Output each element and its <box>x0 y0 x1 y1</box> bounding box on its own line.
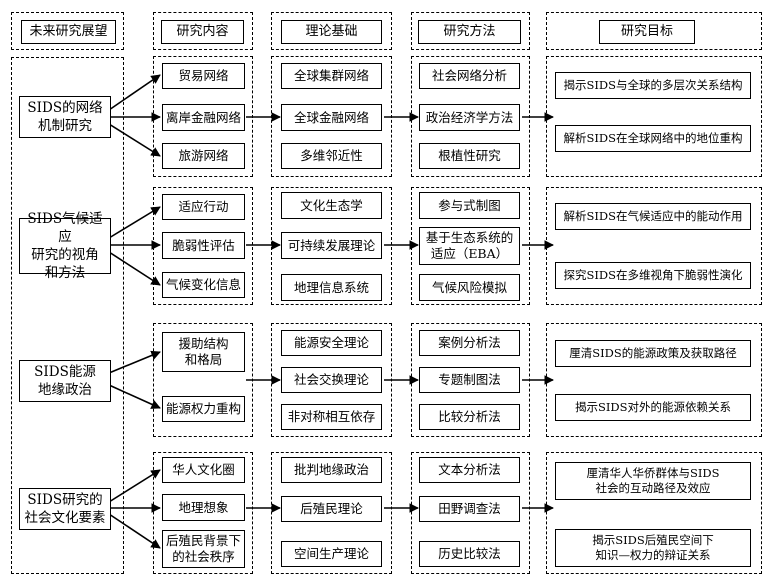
method-box: 历史比较法 <box>419 541 520 567</box>
arrow-topic-to-content <box>108 350 161 374</box>
topic-box-culture: SIDS研究的 社会文化要素 <box>19 488 111 530</box>
header-frame-goal <box>546 12 762 50</box>
header-frame-method <box>411 12 530 50</box>
header-goal: 研究目标 <box>599 20 695 44</box>
header-frame-theory <box>271 12 392 50</box>
header-frame-future <box>11 12 124 50</box>
row2-content-frame <box>153 187 253 305</box>
content-box: 气候变化信息 <box>162 272 245 298</box>
goal-box: 解析SIDS在气候适应中的能动作用 <box>555 203 751 230</box>
content-box: 适应行动 <box>162 194 245 220</box>
arrow-topic-to-content <box>108 251 161 286</box>
row4-method-frame <box>411 452 530 574</box>
goal-box: 揭示SIDS与全球的多层次关系结构 <box>555 72 751 99</box>
theory-box: 地理信息系统 <box>281 274 382 301</box>
row1-content-frame <box>153 56 253 177</box>
row4-goal-frame <box>546 452 762 574</box>
header-method: 研究方法 <box>418 20 521 44</box>
row1-method-frame <box>411 56 530 177</box>
method-box: 比较分析法 <box>419 404 520 430</box>
method-box: 文本分析法 <box>419 457 520 483</box>
goal-box: 揭示SIDS对外的能源依赖关系 <box>555 394 751 421</box>
arrow-topic-to-content <box>108 384 161 409</box>
theory-box: 后殖民理论 <box>281 496 382 522</box>
row3-content-frame <box>153 323 253 437</box>
arrow-topic-to-content <box>108 469 161 503</box>
theory-box: 社会交换理论 <box>281 367 382 393</box>
theory-box: 全球金融网络 <box>281 104 382 131</box>
method-box: 社会网络分析 <box>419 63 520 89</box>
content-box: 脆弱性评估 <box>162 232 245 259</box>
topic-box-network: SIDS的网络 机制研究 <box>19 96 111 138</box>
header-content: 研究内容 <box>161 20 244 44</box>
row4-theory-frame <box>271 452 392 574</box>
goal-box: 探究SIDS在多维视角下脆弱性演化 <box>555 262 751 289</box>
content-box: 旅游网络 <box>162 143 245 169</box>
theory-box: 文化生态学 <box>281 192 382 219</box>
method-box: 基于生态系统的 适应（EBA） <box>419 227 520 265</box>
content-box: 离岸金融网络 <box>162 104 245 131</box>
theory-box: 可持续发展理论 <box>281 232 382 259</box>
header-future: 未来研究展望 <box>21 20 116 44</box>
theory-box: 空间生产理论 <box>281 541 382 567</box>
content-box: 能源权力重构 <box>162 396 245 422</box>
method-box: 专题制图法 <box>419 367 520 393</box>
content-box: 地理想象 <box>162 494 245 521</box>
goal-box: 厘清华人华侨群体与SIDS 社会的互动路径及效应 <box>555 462 751 500</box>
row1-goal-frame <box>546 56 762 177</box>
row4-content-frame <box>153 452 253 574</box>
content-box: 援助结构 和格局 <box>162 332 245 372</box>
method-box: 根植性研究 <box>419 143 520 169</box>
content-box: 华人文化圈 <box>162 457 245 483</box>
row2-goal-frame <box>546 187 762 305</box>
row2-method-frame <box>411 187 530 305</box>
arrow-topic-to-content <box>108 74 161 111</box>
method-box: 田野调查法 <box>419 496 520 522</box>
arrow-topic-to-content <box>108 206 161 239</box>
method-box: 参与式制图 <box>419 192 520 219</box>
header-theory: 理论基础 <box>281 20 382 44</box>
header-frame-content <box>153 12 253 50</box>
theory-box: 批判地缘政治 <box>281 457 382 483</box>
row2-theory-frame <box>271 187 392 305</box>
arrow-topic-to-content <box>108 513 161 549</box>
method-box: 气候风险模拟 <box>419 274 520 301</box>
method-box: 政治经济学方法 <box>419 104 520 131</box>
row3-theory-frame <box>271 323 392 437</box>
theory-box: 非对称相互依存 <box>281 404 382 430</box>
theory-box: 能源安全理论 <box>281 330 382 356</box>
theory-box: 多维邻近性 <box>281 143 382 169</box>
method-box: 案例分析法 <box>419 330 520 356</box>
topic-box-energy: SIDS能源 地缘政治 <box>19 360 111 402</box>
content-box: 后殖民背景下 的社会秩序 <box>162 530 245 568</box>
row1-theory-frame <box>271 56 392 177</box>
goal-box: 厘清SIDS的能源政策及获取路径 <box>555 340 751 367</box>
arrow-topic-to-content <box>108 123 161 157</box>
row3-goal-frame <box>546 323 762 437</box>
row3-method-frame <box>411 323 530 437</box>
theory-box: 全球集群网络 <box>281 63 382 89</box>
goal-box: 揭示SIDS后殖民空间下 知识—权力的辩证关系 <box>555 529 751 567</box>
goal-box: 解析SIDS在全球网络中的地位重构 <box>555 125 751 152</box>
future-column-frame <box>11 57 124 574</box>
content-box: 贸易网络 <box>162 63 245 89</box>
topic-box-climate: SIDS气候适应 研究的视角 和方法 <box>19 211 111 281</box>
